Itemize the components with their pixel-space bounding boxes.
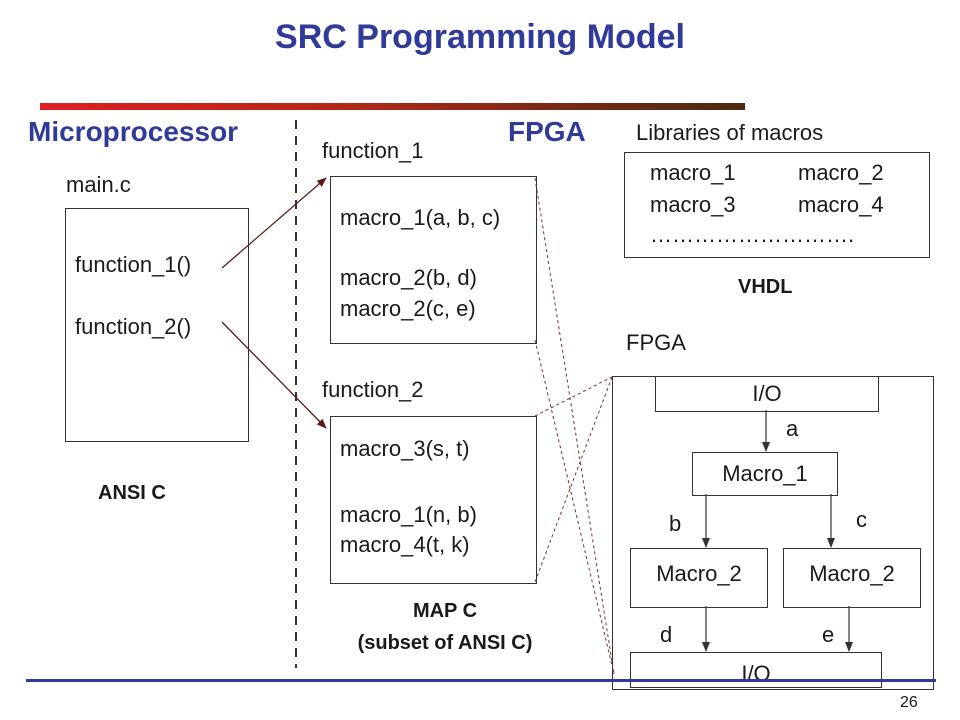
map-c-caption-line-1: MAP C: [412, 600, 478, 622]
library-macro-3: macro_3: [650, 192, 736, 217]
function-2-box: [330, 416, 537, 584]
io-top-label: I/O: [752, 381, 782, 406]
page-number: 26: [900, 694, 918, 711]
function-2-line-1: macro_3(s, t): [340, 436, 470, 461]
zoom-line-f1-bottom: [534, 339, 615, 675]
fpga-heading: FPGA: [508, 116, 586, 147]
function-2-line-2: macro_1(n, b): [340, 502, 477, 527]
map-c-caption-line-2: (subset of ANSI C): [357, 632, 533, 654]
fpga-detail-label: FPGA: [626, 330, 686, 355]
library-macro-2: macro_2: [798, 160, 884, 185]
io-top-block: I/O: [655, 376, 879, 412]
function-1-line-2: macro_2(b, d): [340, 265, 477, 290]
function-2-line-3: macro_4(t, k): [340, 532, 470, 557]
io-bottom-label: I/O: [741, 661, 771, 686]
function-1-box: [330, 176, 537, 344]
macro-2-right-block: Macro_2: [783, 548, 921, 608]
title-divider: [40, 103, 745, 110]
zoom-line-f2-top: [534, 376, 613, 417]
macro-2-left-block: Macro_2: [630, 548, 768, 608]
vhdl-caption: VHDL: [738, 276, 793, 298]
library-ellipsis: ……………………….: [650, 222, 855, 247]
macro-2-right-label: Macro_2: [809, 561, 895, 586]
libraries-heading: Libraries of macros: [636, 120, 824, 145]
signal-c-label: c: [856, 507, 867, 532]
fpga-detail-box: [612, 376, 934, 690]
footer-divider: [26, 679, 936, 682]
macro-1-block: Macro_1: [692, 452, 838, 496]
signal-e-label: e: [822, 622, 835, 647]
main-c-line-function-1: function_1(): [75, 252, 192, 277]
function-1-label: function_1: [322, 138, 424, 163]
library-macro-1: macro_1: [650, 160, 736, 185]
function-1-line-3: macro_2(c, e): [340, 296, 476, 321]
macro-1-label: Macro_1: [722, 461, 808, 486]
library-macro-4: macro_4: [798, 192, 884, 217]
main-c-box: [65, 208, 249, 442]
library-box: [624, 152, 930, 258]
signal-b-label: b: [669, 511, 682, 536]
function-2-label: function_2: [322, 377, 424, 402]
signal-d-label: d: [660, 622, 673, 647]
macro-2-left-label: Macro_2: [656, 561, 742, 586]
io-bottom-block: I/O: [630, 652, 882, 688]
function-1-line-1: macro_1(a, b, c): [340, 205, 501, 230]
main-c-line-function-2: function_2(): [75, 314, 192, 339]
main-c-label: main.c: [66, 172, 131, 197]
zoom-line-f2-bottom: [534, 376, 613, 583]
page-title: SRC Programming Model: [275, 18, 685, 56]
ansi-c-caption: ANSI C: [98, 482, 166, 504]
microprocessor-heading: Microprocessor: [28, 116, 239, 147]
signal-a-label: a: [786, 416, 799, 441]
